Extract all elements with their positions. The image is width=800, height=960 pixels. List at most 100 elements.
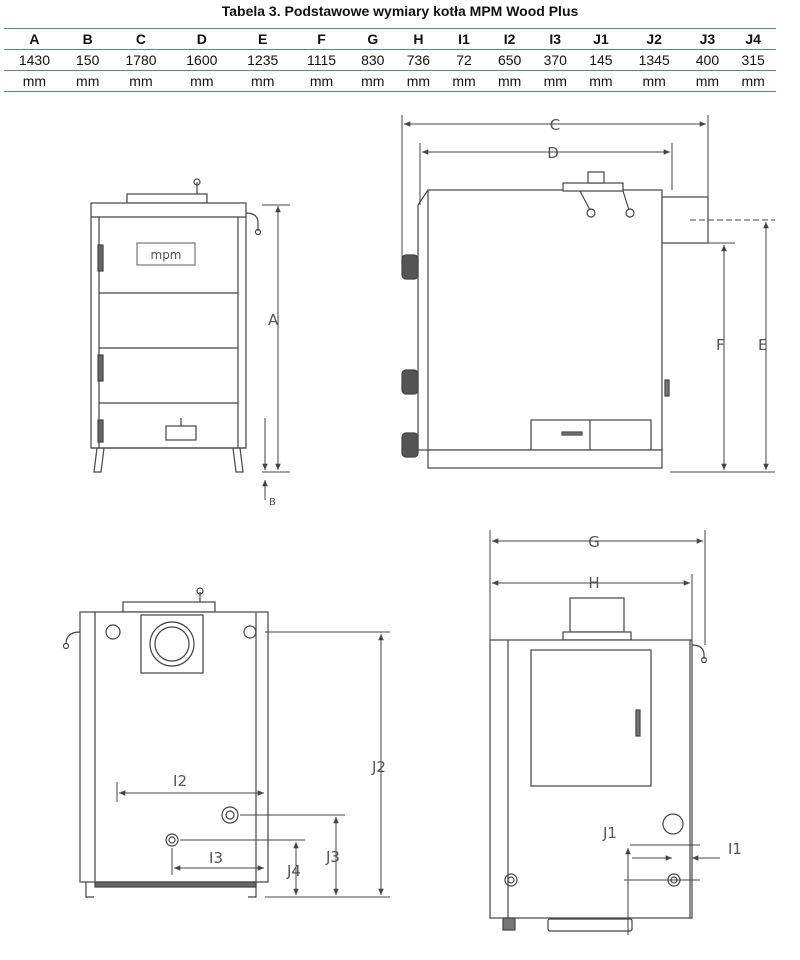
header-cell: I3	[532, 28, 579, 50]
rear-side-lever	[65, 631, 81, 645]
front-door-hinge-1	[97, 244, 104, 272]
rear-flue-outlet	[149, 621, 195, 667]
unit-cell: mm	[623, 70, 685, 92]
side-dimensions: C D F E	[401, 115, 775, 473]
header-cell: I1	[441, 28, 487, 50]
dimensions-table: A B C D E F G H I1 I2 I3 J1 J2 J3 J4 143…	[4, 28, 776, 92]
rear-port-i3-inner	[168, 836, 176, 844]
top-view	[489, 597, 708, 932]
unit-cell: mm	[395, 70, 442, 92]
dim-e-label: E	[758, 336, 767, 354]
front-leg-right	[232, 447, 244, 473]
unit-cell: mm	[684, 70, 731, 92]
header-cell: E	[232, 28, 294, 50]
header-cell: J2	[623, 28, 685, 50]
front-side-lever	[245, 212, 259, 231]
rear-side-lever-knob	[62, 642, 70, 650]
side-door-handle-2	[401, 369, 419, 395]
rear-top-handle-knob	[196, 587, 204, 595]
front-door-hinge-2	[97, 354, 104, 382]
unit-cell: mm	[532, 70, 579, 92]
front-body	[90, 202, 247, 449]
dim-j3-label: J3	[325, 848, 340, 866]
value-cell: 370	[532, 49, 579, 71]
dim-c-label: C	[550, 116, 560, 134]
unit-cell: mm	[486, 70, 533, 92]
front-view: mpm	[90, 178, 262, 473]
header-cell: D	[171, 28, 233, 50]
side-top-valve-1-knob	[586, 208, 596, 218]
value-cell: 1780	[110, 49, 172, 71]
side-door-handle-3	[401, 432, 419, 458]
header-cell: H	[395, 28, 442, 50]
dim-b-label: B	[269, 497, 276, 508]
dim-g-label: G	[588, 533, 600, 551]
rear-port-i2	[221, 806, 239, 824]
side-top-valve-2-knob	[625, 208, 635, 218]
dim-j2-label: J2	[371, 758, 386, 776]
value-cell: 1430	[4, 49, 65, 71]
value-cell: 145	[578, 49, 624, 71]
side-top-flue	[562, 182, 624, 192]
top-front-handle	[547, 918, 633, 932]
unit-cell: mm	[110, 70, 172, 92]
front-side-lever-knob	[254, 228, 262, 236]
top-flue-box	[569, 597, 625, 633]
front-top-handle-knob	[193, 178, 201, 186]
header-cell: A	[4, 28, 65, 50]
front-logo-badge	[136, 242, 196, 266]
dimensions-header-row: A B C D E F G H I1 I2 I3 J1 J2 J3 J4	[4, 28, 776, 50]
rear-port-i3	[165, 833, 179, 847]
unit-cell: mm	[4, 70, 65, 92]
side-top-valve-2	[622, 190, 630, 211]
rear-dimensions: I2 J2 J3 J4 I3	[116, 631, 390, 898]
side-rear-fitting	[664, 379, 670, 397]
top-dimensions: G H J1 I1	[489, 530, 742, 935]
unit-cell: mm	[64, 70, 111, 92]
dim-j1-label: J1	[602, 824, 617, 842]
header-cell: J1	[578, 28, 624, 50]
rear-port-i2-inner	[225, 810, 235, 820]
header-cell: B	[64, 28, 111, 50]
top-panel-handle	[635, 709, 641, 737]
side-view	[401, 171, 709, 469]
value-cell: 650	[486, 49, 533, 71]
side-top-flue-cap	[587, 171, 605, 184]
header-cell: F	[293, 28, 350, 50]
front-door-hinge-3	[97, 419, 104, 443]
header-cell: I2	[486, 28, 533, 50]
side-base	[427, 449, 663, 469]
unit-cell: mm	[730, 70, 776, 92]
value-cell: 400	[684, 49, 731, 71]
dim-f-label: F	[716, 336, 725, 354]
header-cell: J3	[684, 28, 731, 50]
unit-cell: mm	[293, 70, 350, 92]
value-cell: 830	[349, 49, 396, 71]
dim-j4-label: J4	[286, 862, 301, 880]
side-door-handle-1	[401, 254, 419, 280]
dimensions-units-row: mm mm mm mm mm mm mm mm mm mm mm mm mm m…	[4, 70, 776, 92]
value-cell: 1345	[623, 49, 685, 71]
top-front-fitting	[502, 917, 516, 931]
top-port-large	[662, 813, 684, 835]
side-top-valve-1	[579, 190, 591, 211]
table-caption: Tabela 3. Podstawowe wymiary kotła MPM W…	[221, 3, 579, 19]
rear-port-top-left	[105, 624, 121, 640]
dim-h-label: H	[588, 574, 599, 592]
value-cell: 72	[441, 49, 487, 71]
front-leg-left	[93, 447, 105, 473]
top-side-lever	[691, 644, 705, 659]
value-cell: 1235	[232, 49, 294, 71]
side-control-handle	[561, 431, 583, 436]
dim-d-label: D	[547, 144, 559, 162]
top-control-panel	[530, 649, 652, 787]
rear-leg-left	[85, 882, 94, 898]
side-control-box	[530, 419, 652, 451]
front-dimensions: A B	[262, 204, 290, 508]
header-cell: G	[349, 28, 396, 50]
rear-base-bar	[94, 881, 257, 888]
value-cell: 1600	[171, 49, 233, 71]
rear-flue-inner	[154, 626, 190, 662]
unit-cell: mm	[349, 70, 396, 92]
